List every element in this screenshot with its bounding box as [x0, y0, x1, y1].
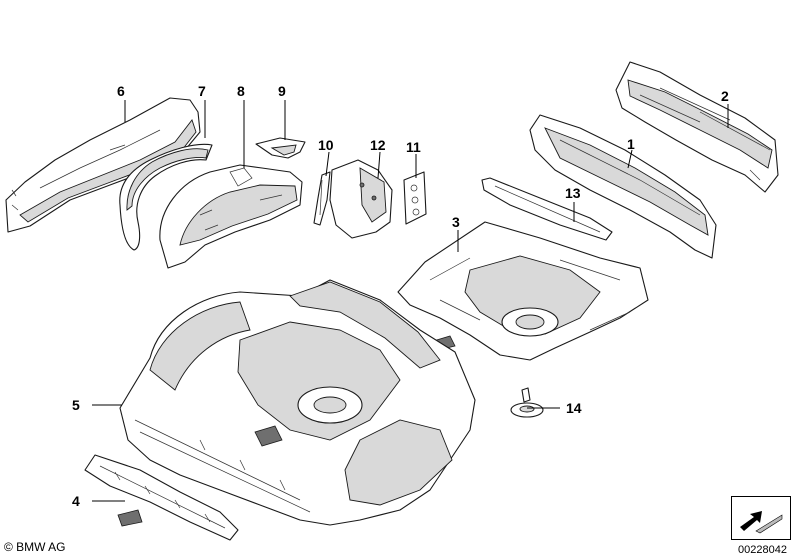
- callout-2: 2: [721, 88, 729, 104]
- brand-label: © BMW AG: [4, 540, 66, 554]
- callout-3: 3: [452, 214, 460, 230]
- part-2-rear-panel: [615, 61, 779, 193]
- callout-1: 1: [627, 136, 635, 152]
- callout-10: 10: [318, 137, 334, 153]
- callout-8: 8: [237, 83, 245, 99]
- callout-12: 12: [370, 137, 386, 153]
- part-10-strut: [313, 171, 331, 226]
- part-5-rear-floor-assembly: [119, 279, 476, 526]
- callout-6: 6: [117, 83, 125, 99]
- callout-4: 4: [72, 493, 80, 509]
- part-3-trunk-floor: [397, 221, 649, 361]
- direction-arrow-icon: [731, 496, 791, 540]
- leader-lines: [92, 100, 729, 502]
- callout-13: 13: [565, 185, 581, 201]
- document-number: 00228042: [738, 544, 787, 556]
- part-9-bracket: [255, 137, 306, 159]
- part-13-cross-member: [481, 177, 613, 241]
- part-6-side-rail: [5, 97, 201, 233]
- part-4-lower-rail: [84, 454, 239, 541]
- part-14-spare-mount: [510, 387, 544, 418]
- part-7-wheel-arch: [119, 143, 213, 251]
- part-1-rear-panel-lower: [529, 114, 717, 259]
- callout-14: 14: [566, 400, 582, 416]
- part-8-wheel-housing: [159, 164, 303, 269]
- callout-9: 9: [278, 83, 286, 99]
- part-12-corner-panel: [329, 159, 393, 239]
- part-11-plate: [403, 171, 427, 225]
- callout-5: 5: [72, 397, 80, 413]
- callout-7: 7: [198, 83, 206, 99]
- callout-11: 11: [406, 139, 421, 155]
